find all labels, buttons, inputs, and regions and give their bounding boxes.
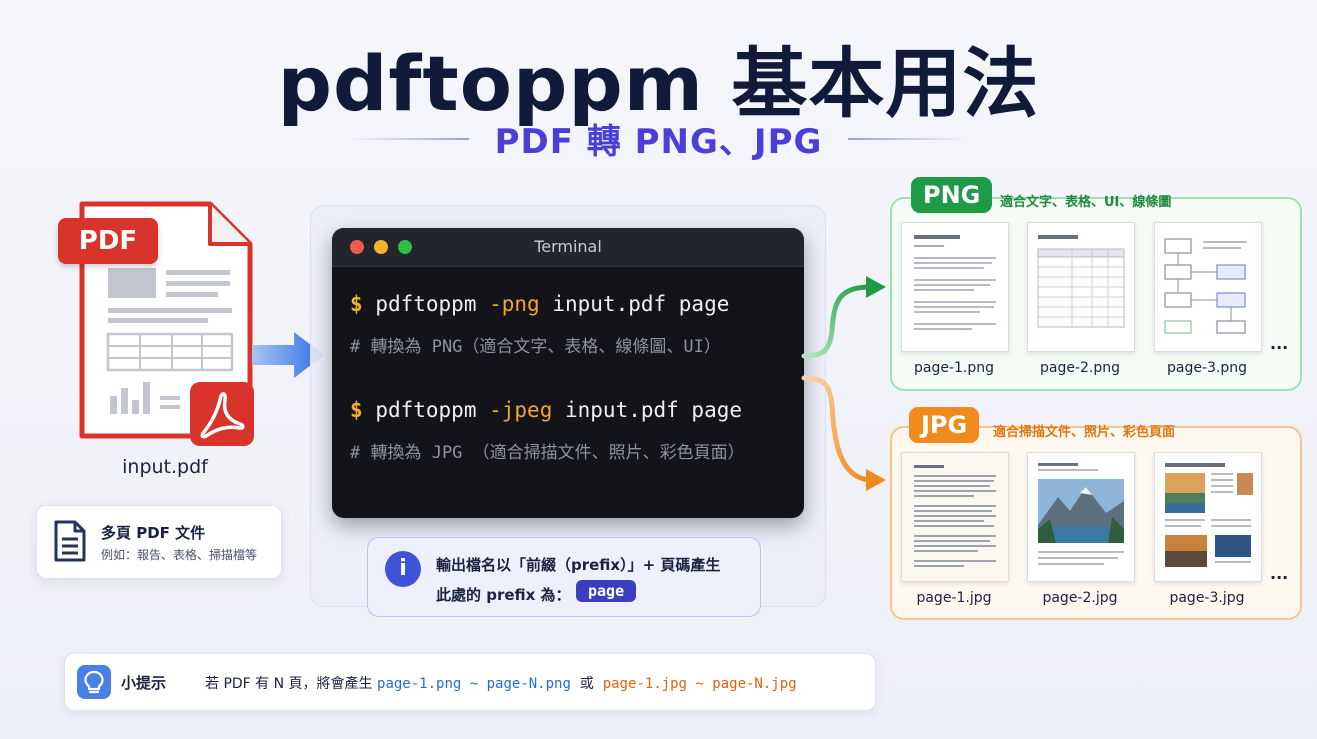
png-description: 適合文字、表格、UI、線條圖 [1000, 195, 1172, 210]
jpg-description: 適合掃描文件、照片、彩色頁面 [993, 425, 1176, 440]
terminal-title: Terminal [534, 237, 602, 256]
command-comment-jpg: # 轉換為 JPG （適合掃描文件、照片、彩色頁面） [350, 443, 745, 463]
prefix-info-box: i 輸出檔名以「前綴（prefix）」+ 頁碼產生 此處的 prefix 為： … [367, 537, 761, 617]
text-page-preview [914, 235, 996, 330]
tip-jpg-range: page-1.jpg ~ page-N.jpg [602, 676, 797, 692]
minimize-dot-icon[interactable] [374, 240, 388, 254]
command-comment-png: # 轉換為 PNG（適合文字、表格、線條圖、UI） [350, 337, 721, 357]
command-program: pdftoppm [375, 398, 477, 422]
command-line-jpg: $ pdftoppm -jpeg input.pdf page [350, 398, 742, 422]
info-icon: i [385, 551, 421, 587]
close-dot-icon[interactable] [350, 240, 364, 254]
subtitle-rule-right [848, 137, 969, 140]
png-badge: PNG [911, 177, 993, 213]
document-icon [54, 520, 86, 562]
prompt-symbol: $ [350, 292, 363, 316]
jpg-badge: JPG [909, 407, 980, 443]
multi-page-subtitle: 例如：報告、表格、掃描檔等 [101, 548, 258, 562]
subtitle-row: PDF 轉 PNG、JPG [0, 114, 1317, 163]
command-program: pdftoppm [375, 292, 477, 316]
png-filename-3: page-3.png [1166, 360, 1248, 376]
tip-png-range: page-1.png ~ page-N.png [377, 676, 571, 692]
command-args: input.pdf page [552, 292, 730, 316]
multi-page-card: 多頁 PDF 文件 例如：報告、表格、掃描檔等 [36, 505, 282, 579]
pdf-badge: PDF [58, 218, 158, 264]
jpg-filename-2: page-2.jpg [1042, 590, 1118, 606]
jpg-filename-3: page-3.jpg [1169, 590, 1245, 606]
page-subtitle: PDF 轉 PNG、JPG [494, 122, 823, 162]
arrow-to-jpg-icon [801, 375, 886, 491]
jpg-filename-1: page-1.jpg [916, 590, 992, 606]
photo-page-preview [1038, 463, 1124, 565]
info-line-1: 輸出檔名以「前綴（prefix）」+ 頁碼產生 [436, 556, 721, 574]
input-filename: input.pdf [122, 456, 208, 478]
png-filename-1: page-1.png [913, 360, 995, 376]
png-page-2-thumbnail [1027, 222, 1135, 352]
png-page-1-thumbnail [901, 222, 1009, 352]
table-page-preview [1037, 235, 1125, 328]
terminal-window: Terminal $ pdftoppm -png input.pdf page … [332, 228, 804, 518]
color-page-preview [1165, 463, 1253, 567]
multi-page-title: 多頁 PDF 文件 [101, 524, 206, 542]
maximize-dot-icon[interactable] [398, 240, 412, 254]
tip-bar: 小提示 若 PDF 有 N 頁，將會產生 page-1.png ~ page-N… [64, 653, 876, 711]
lightbulb-glyph [84, 670, 104, 694]
arrow-to-png-icon [801, 276, 886, 359]
terminal-title-bar: Terminal [332, 228, 804, 267]
pdf-badge-label: PDF [78, 226, 138, 256]
command-args: input.pdf page [565, 398, 743, 422]
info-line-2: 此處的 prefix 為： [436, 586, 571, 604]
acrobat-icon [190, 382, 254, 446]
tip-prefix: 若 PDF 有 N 頁，將會產生 [205, 676, 373, 692]
command-line-png: $ pdftoppm -png input.pdf page [350, 292, 729, 316]
jpg-page-1-thumbnail [901, 452, 1009, 582]
lightbulb-icon [77, 665, 111, 699]
prompt-symbol: $ [350, 398, 363, 422]
page-title: pdftoppm 基本用法 [277, 39, 1040, 128]
jpg-more-indicator: ... [1270, 564, 1289, 583]
jpg-page-2-thumbnail [1027, 452, 1135, 582]
png-filename-2: page-2.png [1039, 360, 1121, 376]
jpg-page-3-thumbnail [1154, 452, 1262, 582]
subtitle-rule-left [348, 137, 469, 140]
png-page-3-thumbnail [1154, 222, 1262, 352]
scanned-page-preview [914, 465, 996, 567]
prefix-chip: page [576, 580, 637, 602]
flowchart-page-preview [1164, 238, 1247, 334]
tip-label: 小提示 [121, 674, 167, 692]
command-flag: -jpeg [489, 398, 553, 422]
tip-connector: 或 [579, 676, 594, 692]
command-flag: -png [489, 292, 540, 316]
arrow-right-icon [252, 332, 324, 378]
png-more-indicator: ... [1270, 334, 1289, 353]
tip-text: 若 PDF 有 N 頁，將會產生 page-1.png ~ page-N.png… [205, 673, 797, 693]
